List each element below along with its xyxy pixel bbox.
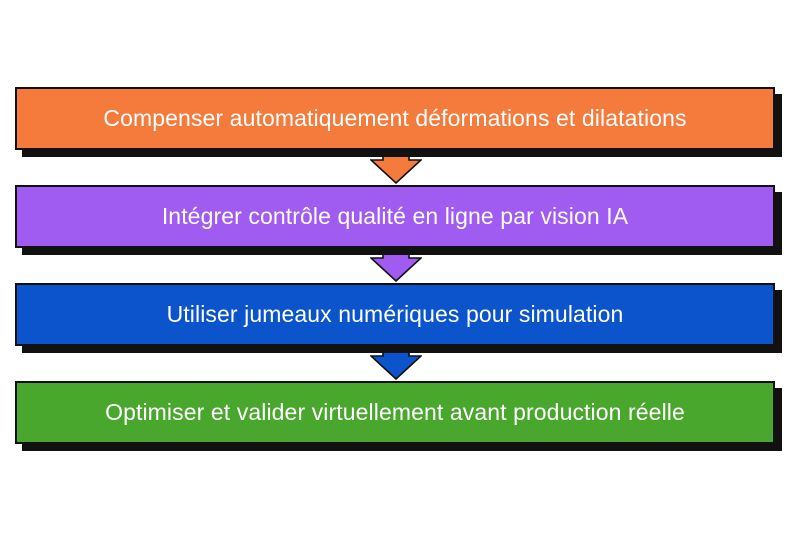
step-1-box: Compenser automatiquement déformations e… <box>15 87 775 150</box>
step-3-box: Utiliser jumeaux numériques pour simulat… <box>15 283 775 346</box>
arrow-2-3 <box>370 248 422 282</box>
step-3-label: Utiliser jumeaux numériques pour simulat… <box>166 301 624 327</box>
arrow-3-4 <box>370 346 422 380</box>
step-4-label: Optimiser et valider virtuellement avant… <box>105 399 685 425</box>
down-arrow-icon <box>370 248 422 282</box>
step-2-label: Intégrer contrôle qualité en ligne par v… <box>161 203 629 229</box>
step-2-box: Intégrer contrôle qualité en ligne par v… <box>15 185 775 248</box>
step-4-box: Optimiser et valider virtuellement avant… <box>15 381 775 444</box>
arrow-1-2 <box>370 150 422 184</box>
step-1-label: Compenser automatiquement déformations e… <box>103 105 687 131</box>
down-arrow-icon <box>370 346 422 380</box>
down-arrow-icon <box>370 150 422 184</box>
